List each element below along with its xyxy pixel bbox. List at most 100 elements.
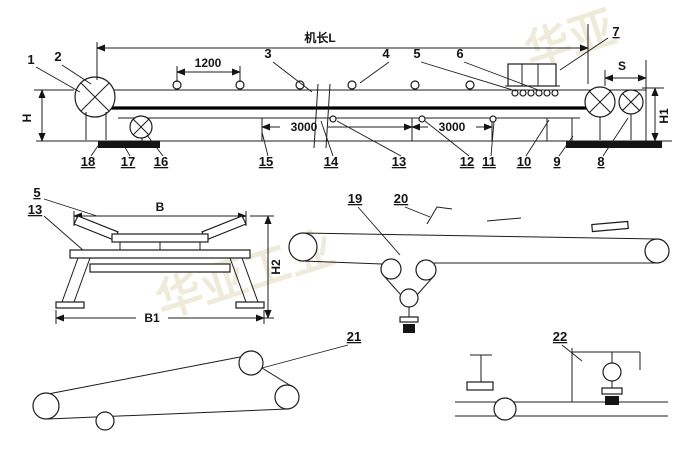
takeup-tower <box>571 348 641 405</box>
leader-line <box>272 61 313 93</box>
leader-line <box>261 131 269 157</box>
part-label-5: 5 <box>413 46 420 61</box>
part-label-15: 15 <box>259 154 273 169</box>
lever-arm <box>426 206 453 225</box>
drive-unit <box>505 63 560 97</box>
bend-pulley <box>238 350 264 376</box>
head-pulley <box>584 86 616 140</box>
part-label-22: 22 <box>553 329 567 344</box>
leader-line <box>146 134 164 157</box>
part-label-13: 13 <box>28 202 42 217</box>
callout-16: 16 <box>146 134 168 169</box>
carrying-idlers <box>172 80 475 90</box>
pivot-point <box>489 115 497 123</box>
callout-21: 21 <box>261 329 361 369</box>
dim-span-2-text: 3000 <box>439 120 466 134</box>
pivot-point <box>329 115 337 123</box>
part-label-9: 9 <box>553 154 560 169</box>
snub-pulley <box>95 411 115 431</box>
counterweight <box>403 324 415 333</box>
dim-height-h1-text: H1 <box>657 108 671 124</box>
conveyor-frame <box>36 83 672 149</box>
takeup-belt-path-view: 19 20 <box>288 191 670 333</box>
leader-line <box>404 206 431 218</box>
head-pulley <box>274 384 300 410</box>
dim-takeup-s: S <box>604 59 647 86</box>
callout-10: 10 <box>517 119 550 169</box>
belt-path <box>288 206 670 333</box>
callout-14: 14 <box>320 120 339 169</box>
callout-2: 2 <box>54 49 92 85</box>
part-label-2: 2 <box>54 49 61 64</box>
leader-line <box>61 64 92 85</box>
part-label-6: 6 <box>456 46 463 61</box>
pivot-point <box>418 115 426 123</box>
leader-line <box>90 142 101 157</box>
leader-line <box>320 120 334 157</box>
dim-takeup-s-text: S <box>618 59 626 73</box>
leader-line <box>424 120 470 157</box>
right-footing <box>566 141 662 148</box>
layout-view-22: 22 <box>455 329 668 421</box>
callout-13: 13 <box>336 120 406 169</box>
dim-idler-pitch: 1200 <box>176 56 241 82</box>
leader-line <box>558 135 574 157</box>
break-mark <box>313 83 319 149</box>
dim-span-2: 3000 <box>411 120 493 134</box>
leader-line <box>121 141 131 157</box>
part-label-14: 14 <box>324 154 339 169</box>
leader-line <box>43 215 85 252</box>
bend-pulley <box>288 232 318 262</box>
callout-8: 8 <box>597 117 629 169</box>
weight-hanger <box>601 387 623 395</box>
part-label-18: 18 <box>81 154 95 169</box>
weight-hanger <box>399 316 419 323</box>
leader-line <box>602 117 629 157</box>
dim-span-1: 3000 <box>261 120 413 134</box>
belt-cleaner <box>591 220 629 233</box>
part-label-7: 7 <box>612 24 619 39</box>
callout-5: 5 <box>413 46 517 92</box>
leader-line <box>35 66 81 93</box>
dim-height-h: H <box>20 89 74 142</box>
callout-19: 19 <box>348 191 401 256</box>
dim-machine-length: 机长L <box>96 24 589 84</box>
dim-frame-width-b1: B1 <box>55 310 265 325</box>
leader-line <box>525 119 550 157</box>
tail-pulley <box>32 392 60 420</box>
dim-idler-pitch-text: 1200 <box>195 56 222 70</box>
leader-line <box>420 61 517 92</box>
dim-span-1-text: 3000 <box>291 120 318 134</box>
mount-plate <box>466 381 494 391</box>
leader-line <box>463 61 542 92</box>
dim-machine-length-text: 机长L <box>304 30 335 45</box>
callout-4: 4 <box>359 46 390 84</box>
part-label-5: 5 <box>33 185 40 200</box>
callout-7: 7 <box>559 24 620 71</box>
dim-belt-width-b: B <box>73 200 247 226</box>
callout-15: 15 <box>259 131 273 169</box>
part-label-17: 17 <box>121 154 135 169</box>
leader-line <box>43 198 98 217</box>
callout-3: 3 <box>264 46 313 93</box>
part-label-11: 11 <box>482 154 496 169</box>
callout-13-section: 13 <box>28 202 85 252</box>
left-wing-idler <box>73 215 119 241</box>
callout-17: 17 <box>121 141 135 169</box>
deflection-pulley <box>415 259 437 281</box>
trough-idler-set <box>73 215 247 250</box>
dim-frame-width-b1-text: B1 <box>144 311 160 325</box>
return-roller <box>89 263 231 273</box>
takeup-pulley <box>129 115 153 139</box>
callout-1: 1 <box>27 52 81 93</box>
part-label-21: 21 <box>347 329 361 344</box>
dim-height-h2-text: H2 <box>269 259 283 275</box>
left-footing <box>98 141 160 148</box>
callout-18: 18 <box>81 142 101 169</box>
dim-height-h1: H1 <box>642 87 671 142</box>
callout-12: 12 <box>424 120 474 169</box>
tail-pulley <box>74 76 116 140</box>
takeup-pulley <box>399 288 419 308</box>
side-elevation-view: 机长L 1200 3000 3000 H <box>20 24 672 169</box>
